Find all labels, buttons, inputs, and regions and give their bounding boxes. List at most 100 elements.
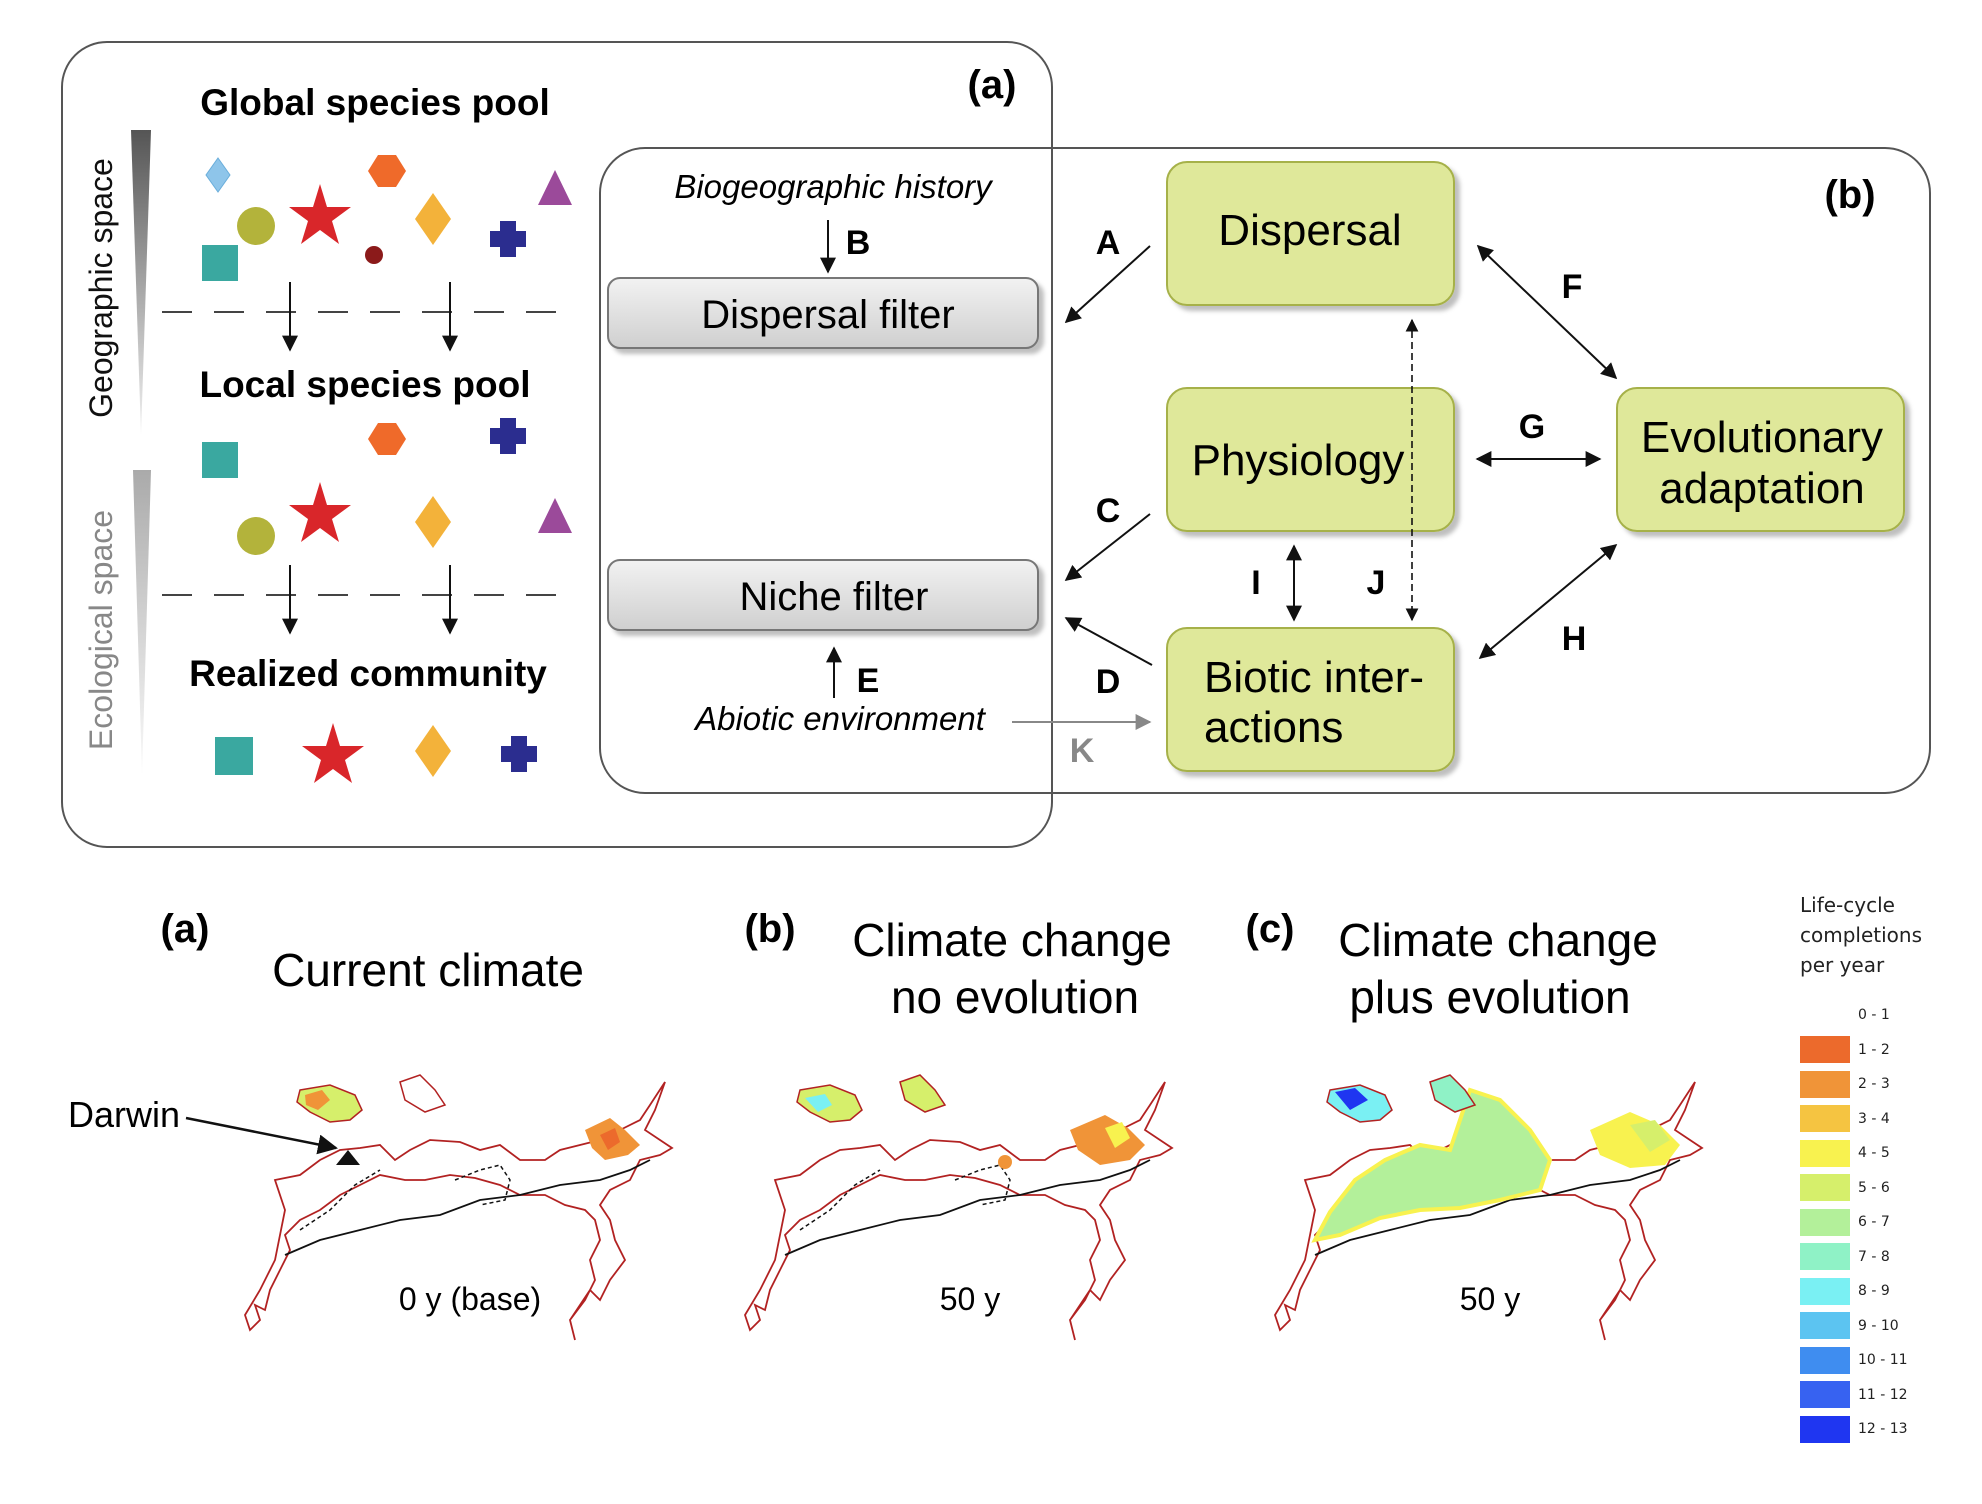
- triangle-symbol: [538, 170, 572, 205]
- legend-row: 7 - 8: [1800, 1240, 1975, 1275]
- biotic-label-line2: actions: [1204, 703, 1343, 752]
- legend-swatch: [1800, 1036, 1850, 1064]
- biotic-label-line1: Biotic inter-: [1204, 653, 1424, 702]
- dispersal-label: Dispersal: [1218, 206, 1401, 255]
- evolutionary-adaptation-box: [1616, 387, 1905, 532]
- legend-range-label: 1 - 2: [1858, 1041, 1890, 1058]
- legend-row: 11 - 12: [1800, 1378, 1975, 1413]
- star-symbol: [302, 723, 364, 783]
- map-a-title: Current climate: [272, 944, 584, 996]
- legend-range-label: 8 - 9: [1858, 1283, 1890, 1300]
- ecological-space-label: Ecological space: [83, 510, 119, 750]
- range-patch: [1070, 1115, 1145, 1165]
- legend-swatch: [1800, 1381, 1850, 1409]
- legend-swatch: [1800, 1243, 1850, 1271]
- map-a-time: 0 y (base): [399, 1281, 541, 1317]
- legend-swatch: [1800, 1105, 1850, 1133]
- realized-species-symbols: [215, 723, 537, 783]
- coastline: [244, 1081, 674, 1341]
- label-e: E: [857, 662, 880, 700]
- legend-swatch: [1800, 1208, 1850, 1236]
- arrow-h: [1478, 543, 1618, 660]
- niche-filter-label: Niche filter: [740, 575, 929, 619]
- legend-range-label: 6 - 7: [1858, 1214, 1890, 1231]
- range-patch: [1630, 1120, 1670, 1152]
- legend-row: 8 - 9: [1800, 1274, 1975, 1309]
- legend-range-label: 2 - 3: [1858, 1076, 1890, 1093]
- label-k: K: [1070, 732, 1095, 770]
- ecological-gradient-bar: [133, 470, 151, 775]
- range-patch: [399, 1074, 447, 1113]
- arrow-c: [1064, 513, 1151, 581]
- label-h: H: [1562, 620, 1587, 658]
- range-boundary: [784, 1159, 1151, 1256]
- label-b: B: [846, 224, 871, 262]
- label-j: J: [1367, 564, 1386, 602]
- panel-a-frame: [61, 41, 1053, 848]
- dispersal-filter-label: Dispersal filter: [701, 293, 954, 337]
- biotic-interactions-box: [1166, 627, 1455, 772]
- range-boundary: [284, 1159, 651, 1256]
- geographic-space-label: Geographic space: [83, 158, 119, 418]
- range-boundary-dashed: [799, 1164, 1011, 1231]
- range-patch: [305, 1090, 330, 1110]
- legend-row: 0 - 1: [1800, 998, 1975, 1033]
- range-patch: [805, 1094, 832, 1112]
- circle-symbol: [237, 517, 275, 555]
- abiotic-environment-label: Abiotic environment: [693, 700, 987, 737]
- darwin-arrow: [185, 1116, 338, 1155]
- legend-swatch: [1800, 1346, 1850, 1374]
- legend-range-label: 11 - 12: [1858, 1386, 1908, 1403]
- circle-symbol: [237, 207, 275, 245]
- range-patch: [998, 1155, 1012, 1169]
- physiology-label: Physiology: [1192, 436, 1405, 485]
- dispersal-box: [1166, 161, 1455, 306]
- legend-range-label: 12 - 13: [1858, 1421, 1908, 1438]
- legend-swatch: [1800, 1277, 1850, 1305]
- map-c-tag: (c): [1246, 907, 1295, 951]
- geographic-gradient-bar: [131, 130, 151, 435]
- label-a: A: [1096, 224, 1121, 262]
- legend-range-label: 7 - 8: [1858, 1248, 1890, 1265]
- darwin-marker: [336, 1150, 360, 1165]
- label-f: F: [1562, 268, 1583, 306]
- legend-swatch: [1800, 1139, 1850, 1167]
- map-no-evolution: [744, 1074, 1174, 1341]
- label-i: I: [1251, 564, 1260, 602]
- local-pool-label: Local species pool: [199, 364, 530, 405]
- range-patch: [899, 1074, 947, 1113]
- legend-swatch: [1800, 1070, 1850, 1098]
- map-c-time: 50 y: [1460, 1281, 1520, 1317]
- square-symbol: [202, 442, 238, 478]
- map-plus-evolution: [1274, 1074, 1704, 1341]
- hexagon-symbol: [368, 155, 406, 187]
- diamond-symbol: [205, 157, 231, 193]
- label-g: G: [1519, 408, 1545, 446]
- legend-row: 9 - 10: [1800, 1309, 1975, 1344]
- legend-row: 3 - 4: [1800, 1102, 1975, 1137]
- evo-label-line1: Evolutionary: [1641, 413, 1883, 462]
- label-d: D: [1096, 663, 1121, 701]
- legend-title-line: Life-cycle: [1800, 893, 1895, 917]
- global-pool-label: Global species pool: [200, 82, 550, 123]
- diamond-symbol: [415, 496, 451, 548]
- legend-title-line: completions: [1800, 923, 1923, 947]
- legend-title: Life-cycle completions per year: [1800, 890, 1975, 980]
- map-a-tag: (a): [161, 907, 210, 951]
- biogeographic-history-label: Biogeographic history: [674, 168, 994, 205]
- square-symbol: [202, 245, 238, 281]
- range-patch: [1335, 1088, 1368, 1110]
- cross-symbol: [490, 418, 526, 454]
- physiology-box: [1166, 387, 1455, 532]
- legend-row: 5 - 6: [1800, 1171, 1975, 1206]
- panel-b-tag: (b): [1824, 173, 1875, 217]
- range-patch: [1105, 1122, 1130, 1148]
- legend-row: 6 - 7: [1800, 1205, 1975, 1240]
- range-boundary-dashed: [299, 1164, 511, 1231]
- map-c-title-2: plus evolution: [1349, 971, 1630, 1023]
- dispersal-filter-box: [607, 277, 1039, 349]
- star-symbol: [289, 184, 351, 244]
- legend: Life-cycle completions per year 0 - 1 1 -…: [1800, 890, 1975, 1447]
- legend-range-label: 3 - 4: [1858, 1110, 1890, 1127]
